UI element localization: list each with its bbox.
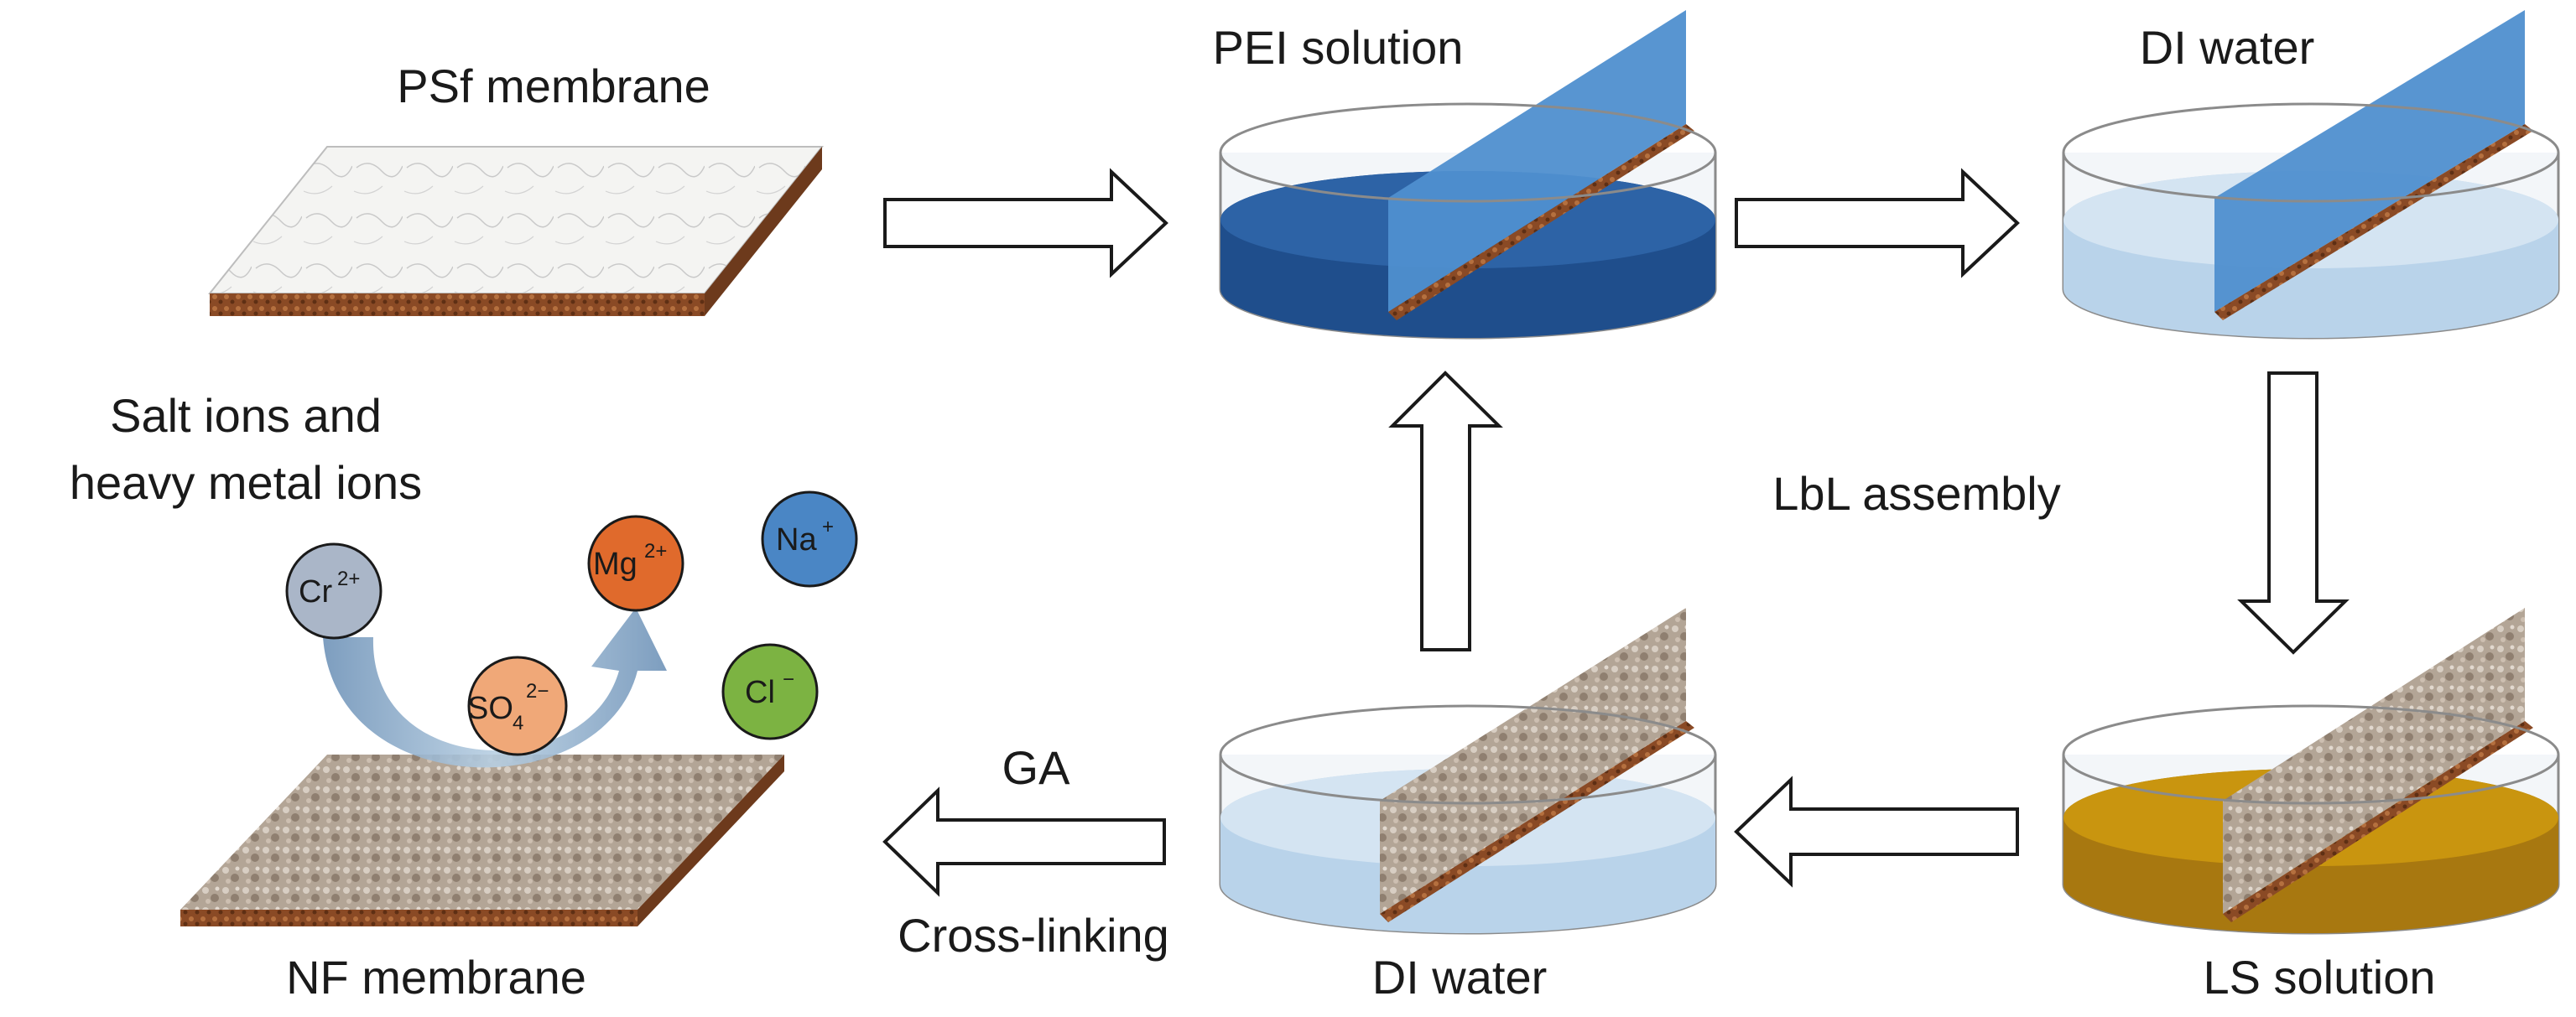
label-nf-membrane: NF membrane xyxy=(286,951,586,1004)
label-psf-membrane: PSf membrane xyxy=(397,60,710,112)
ion-so4-base: SO xyxy=(467,691,513,726)
ion-cl: Cl − xyxy=(721,643,819,740)
ion-cr: Cr 2+ xyxy=(285,542,382,640)
nf-membrane-sheet xyxy=(180,755,784,926)
ion-na-base: Na xyxy=(776,522,817,558)
label-pei-solution: PEI solution xyxy=(1213,21,1464,74)
dish-di-water-top xyxy=(2062,10,2560,340)
arrow-water-to-ls xyxy=(2237,371,2350,655)
ion-mg: Mg 2+ xyxy=(587,515,684,612)
ion-cl-charge: − xyxy=(783,668,794,691)
label-salt-ions-line1: Salt ions and xyxy=(110,389,382,442)
label-salt-ions-line2: heavy metal ions xyxy=(70,456,422,509)
arrow-psf-to-pei xyxy=(883,168,1168,278)
dish-di-water-bottom xyxy=(1219,608,1717,935)
arrow-water-to-pei xyxy=(1388,371,1503,651)
ion-cl-base: Cl xyxy=(745,675,775,710)
arrow-ls-to-water xyxy=(1734,776,2019,888)
arrow-pei-to-water xyxy=(1735,168,2020,278)
label-di-water-top: DI water xyxy=(2140,21,2315,74)
label-ga: GA xyxy=(1002,741,1071,794)
dish-ls-solution xyxy=(2062,608,2560,935)
psf-membrane-sheet xyxy=(207,146,825,316)
label-lbl-assembly: LbL assembly xyxy=(1772,467,2060,520)
rejection-arc xyxy=(323,608,667,768)
arrow-crosslinking xyxy=(882,786,1166,897)
label-cross-linking: Cross-linking xyxy=(898,909,1169,962)
label-di-water-bottom: DI water xyxy=(1372,951,1548,1004)
label-ls-solution: LS solution xyxy=(2203,951,2435,1004)
ion-na: Na + xyxy=(761,490,858,588)
dish-pei-solution xyxy=(1219,10,1717,340)
ion-cr-base: Cr xyxy=(299,574,332,610)
ion-cr-charge: 2+ xyxy=(337,568,360,590)
ion-so4-charge: 2− xyxy=(526,680,549,703)
ion-so4-sub: 4 xyxy=(513,712,523,734)
ion-na-charge: + xyxy=(822,516,834,538)
ion-mg-charge: 2+ xyxy=(644,540,667,563)
ion-mg-base: Mg xyxy=(593,547,637,582)
ion-so4: SO 4 2− xyxy=(467,656,568,756)
